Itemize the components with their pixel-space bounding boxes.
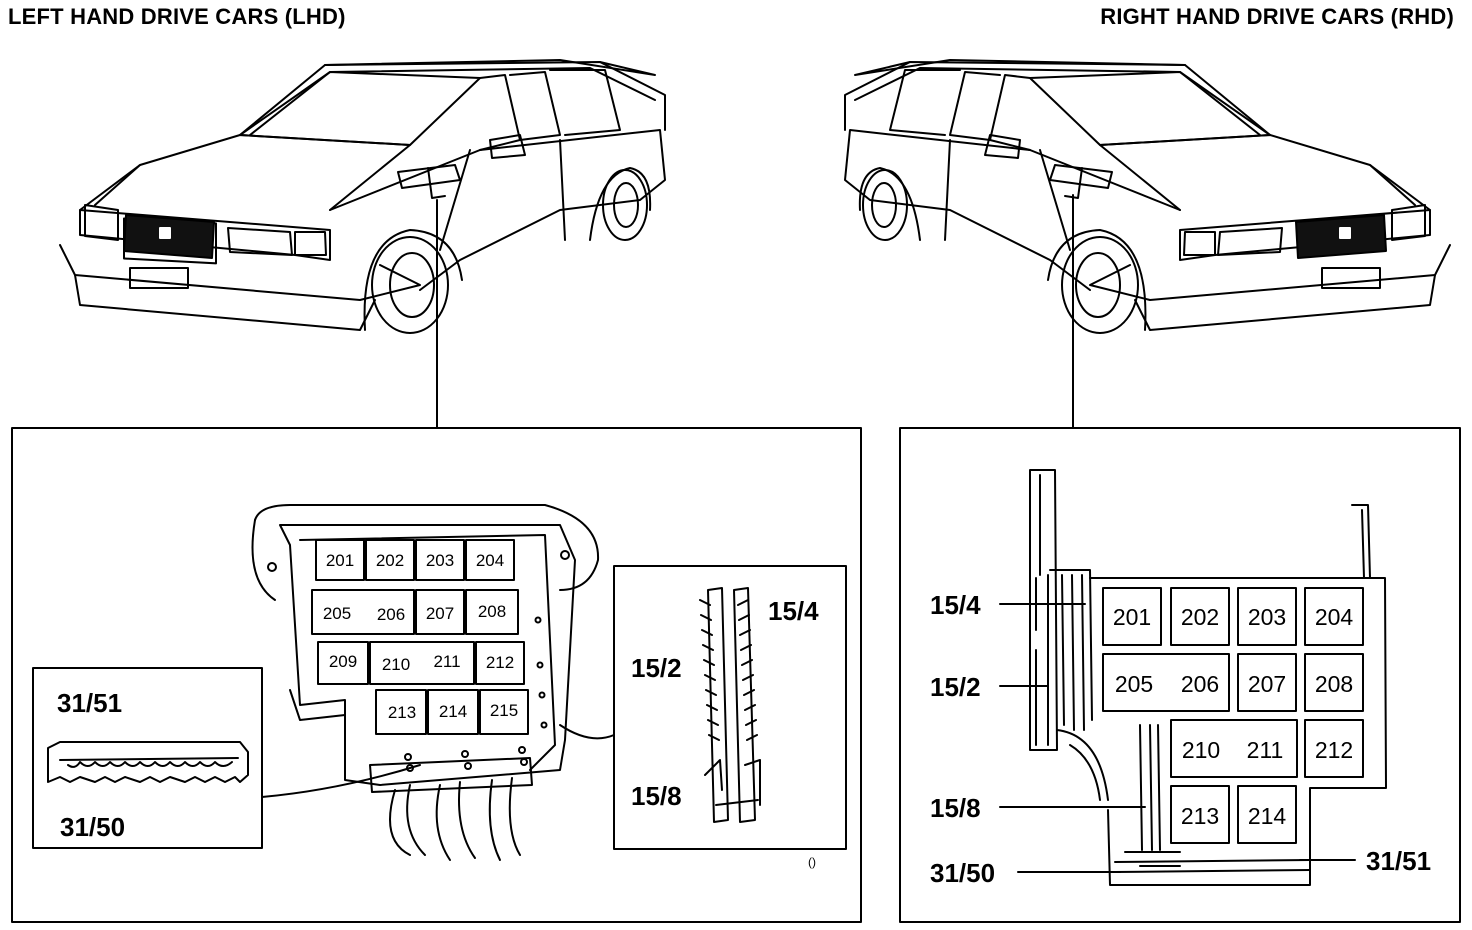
rhd-label-31-51: 31/51 (1366, 846, 1431, 876)
svg-text:208: 208 (1315, 671, 1353, 697)
relay-210-211: 210 211 (1170, 719, 1298, 778)
rhd-label-15-2: 15/2 (930, 672, 981, 702)
lhd-heading: LEFT HAND DRIVE CARS (LHD) (8, 4, 346, 29)
relay-212: 212 (475, 641, 525, 685)
rhd-label-15-4: 15/4 (930, 590, 981, 620)
relay-201: 201 (1102, 587, 1162, 646)
relay-204: 204 (465, 539, 515, 581)
rhd-heading: RIGHT HAND DRIVE CARS (RHD) (1100, 4, 1454, 29)
relay-201: 201 (315, 539, 365, 581)
svg-text:211: 211 (433, 652, 460, 671)
svg-text:202: 202 (1181, 604, 1219, 630)
relay-214: 214 (1237, 785, 1297, 844)
relay-208: 208 (465, 589, 519, 635)
lhd-label-31-50: 31/50 (60, 812, 125, 842)
lhd-label-15-2: 15/2 (631, 653, 682, 683)
svg-text:213: 213 (388, 703, 416, 722)
svg-text:205: 205 (1115, 671, 1153, 697)
svg-text:212: 212 (1315, 737, 1353, 763)
svg-text:209: 209 (329, 652, 357, 671)
svg-text:206: 206 (1181, 671, 1219, 697)
svg-text:207: 207 (426, 604, 454, 623)
lhd-relays: 201 202 203 204 205 206 207 208 209 210 … (311, 539, 529, 735)
svg-text:210: 210 (382, 655, 410, 674)
lhd-car-illustration (59, 59, 666, 429)
relay-210-211: 210 211 (369, 641, 475, 685)
lhd-footnote: () (808, 855, 816, 869)
relay-203: 203 (415, 539, 465, 581)
rhd-relays: 201 202 203 204 205 206 207 208 210 211 … (1102, 587, 1364, 844)
relay-205-206: 205 206 (311, 589, 415, 635)
relay-207: 207 (415, 589, 465, 635)
svg-text:211: 211 (1247, 737, 1284, 763)
relay-212: 212 (1304, 719, 1364, 778)
lhd-relay-box (251, 504, 600, 861)
lhd-label-15-4: 15/4 (768, 596, 819, 626)
svg-text:214: 214 (1248, 803, 1287, 829)
svg-text:213: 213 (1181, 803, 1219, 829)
svg-text:210: 210 (1182, 737, 1220, 763)
relay-213: 213 (375, 689, 427, 735)
relay-203: 203 (1237, 587, 1297, 646)
svg-text:206: 206 (377, 605, 405, 624)
relay-209: 209 (317, 641, 369, 685)
lhd-detail-panel (11, 427, 862, 923)
lhd-label-15-8: 15/8 (631, 781, 682, 811)
lhd-label-31-51: 31/51 (57, 688, 122, 718)
svg-text:207: 207 (1248, 671, 1286, 697)
svg-text:215: 215 (490, 701, 518, 720)
svg-text:204: 204 (1315, 604, 1354, 630)
svg-text:214: 214 (439, 702, 467, 721)
svg-text:201: 201 (326, 551, 354, 570)
svg-text:201: 201 (1113, 604, 1151, 630)
relay-207: 207 (1237, 653, 1297, 712)
lhd-supply-terminal-inset (559, 565, 847, 850)
relay-208: 208 (1304, 653, 1364, 712)
relay-215: 215 (479, 689, 529, 735)
relay-205-206: 205 206 (1102, 653, 1230, 712)
svg-text:202: 202 (376, 551, 404, 570)
relay-214: 214 (427, 689, 479, 735)
svg-text:212: 212 (486, 653, 514, 672)
relay-202: 202 (365, 539, 415, 581)
svg-text:204: 204 (476, 551, 504, 570)
rhd-relay-box (1029, 469, 1387, 886)
relay-204: 204 (1304, 587, 1364, 646)
svg-text:205: 205 (323, 604, 351, 623)
relay-213: 213 (1170, 785, 1230, 844)
svg-text:208: 208 (478, 602, 506, 621)
rhd-label-15-8: 15/8 (930, 793, 981, 823)
svg-text:203: 203 (426, 551, 454, 570)
lhd-ground-terminal-inset (32, 667, 421, 849)
rhd-label-31-50: 31/50 (930, 858, 995, 888)
relay-202: 202 (1170, 587, 1230, 646)
rhd-detail-panel (899, 427, 1461, 923)
rhd-car-illustration (844, 59, 1451, 334)
svg-text:203: 203 (1248, 604, 1286, 630)
